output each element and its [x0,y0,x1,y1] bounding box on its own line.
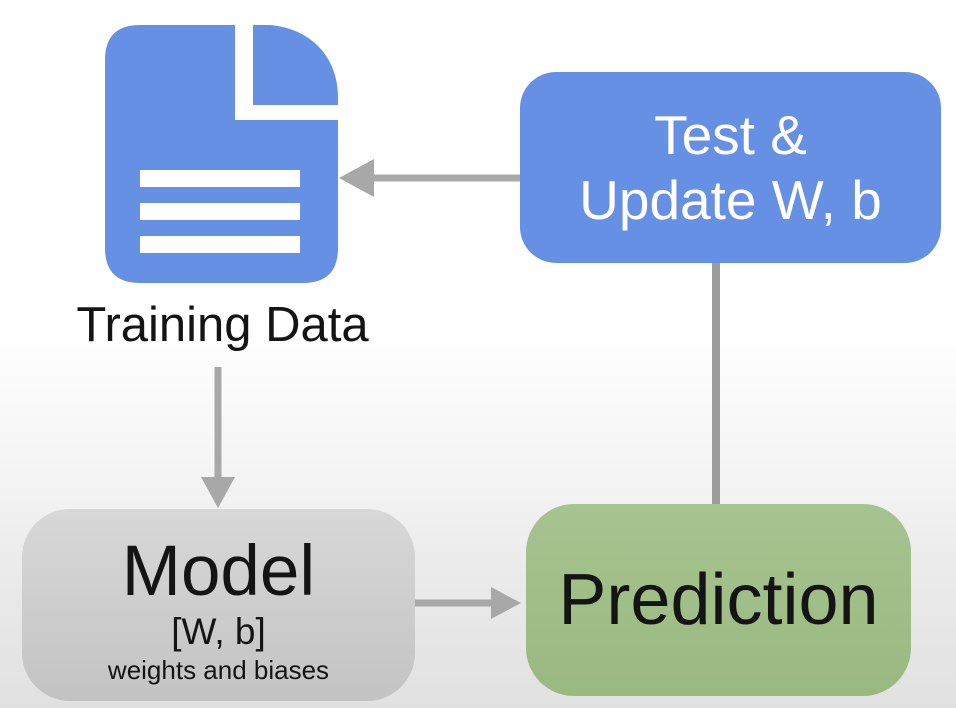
prediction-node: Prediction [526,504,911,696]
document-icon [105,25,338,283]
arrow-training-data-to-model [201,367,235,508]
arrow-test-to-training-data-icon [339,159,520,197]
model-node: Model [W, b] weights and biases [22,509,415,701]
test-update-node: Test & Update W, b [520,72,941,263]
model-params: [W, b] [171,611,266,652]
model-title: Model [121,532,316,611]
arrow-model-to-prediction [415,587,521,619]
test-update-label-line2: Update W, b [579,168,882,231]
prediction-label: Prediction [558,560,879,640]
training-data-label: Training Data [76,298,369,352]
test-update-label-line1: Test & [654,103,807,166]
model-note: weights and biases [107,655,330,685]
